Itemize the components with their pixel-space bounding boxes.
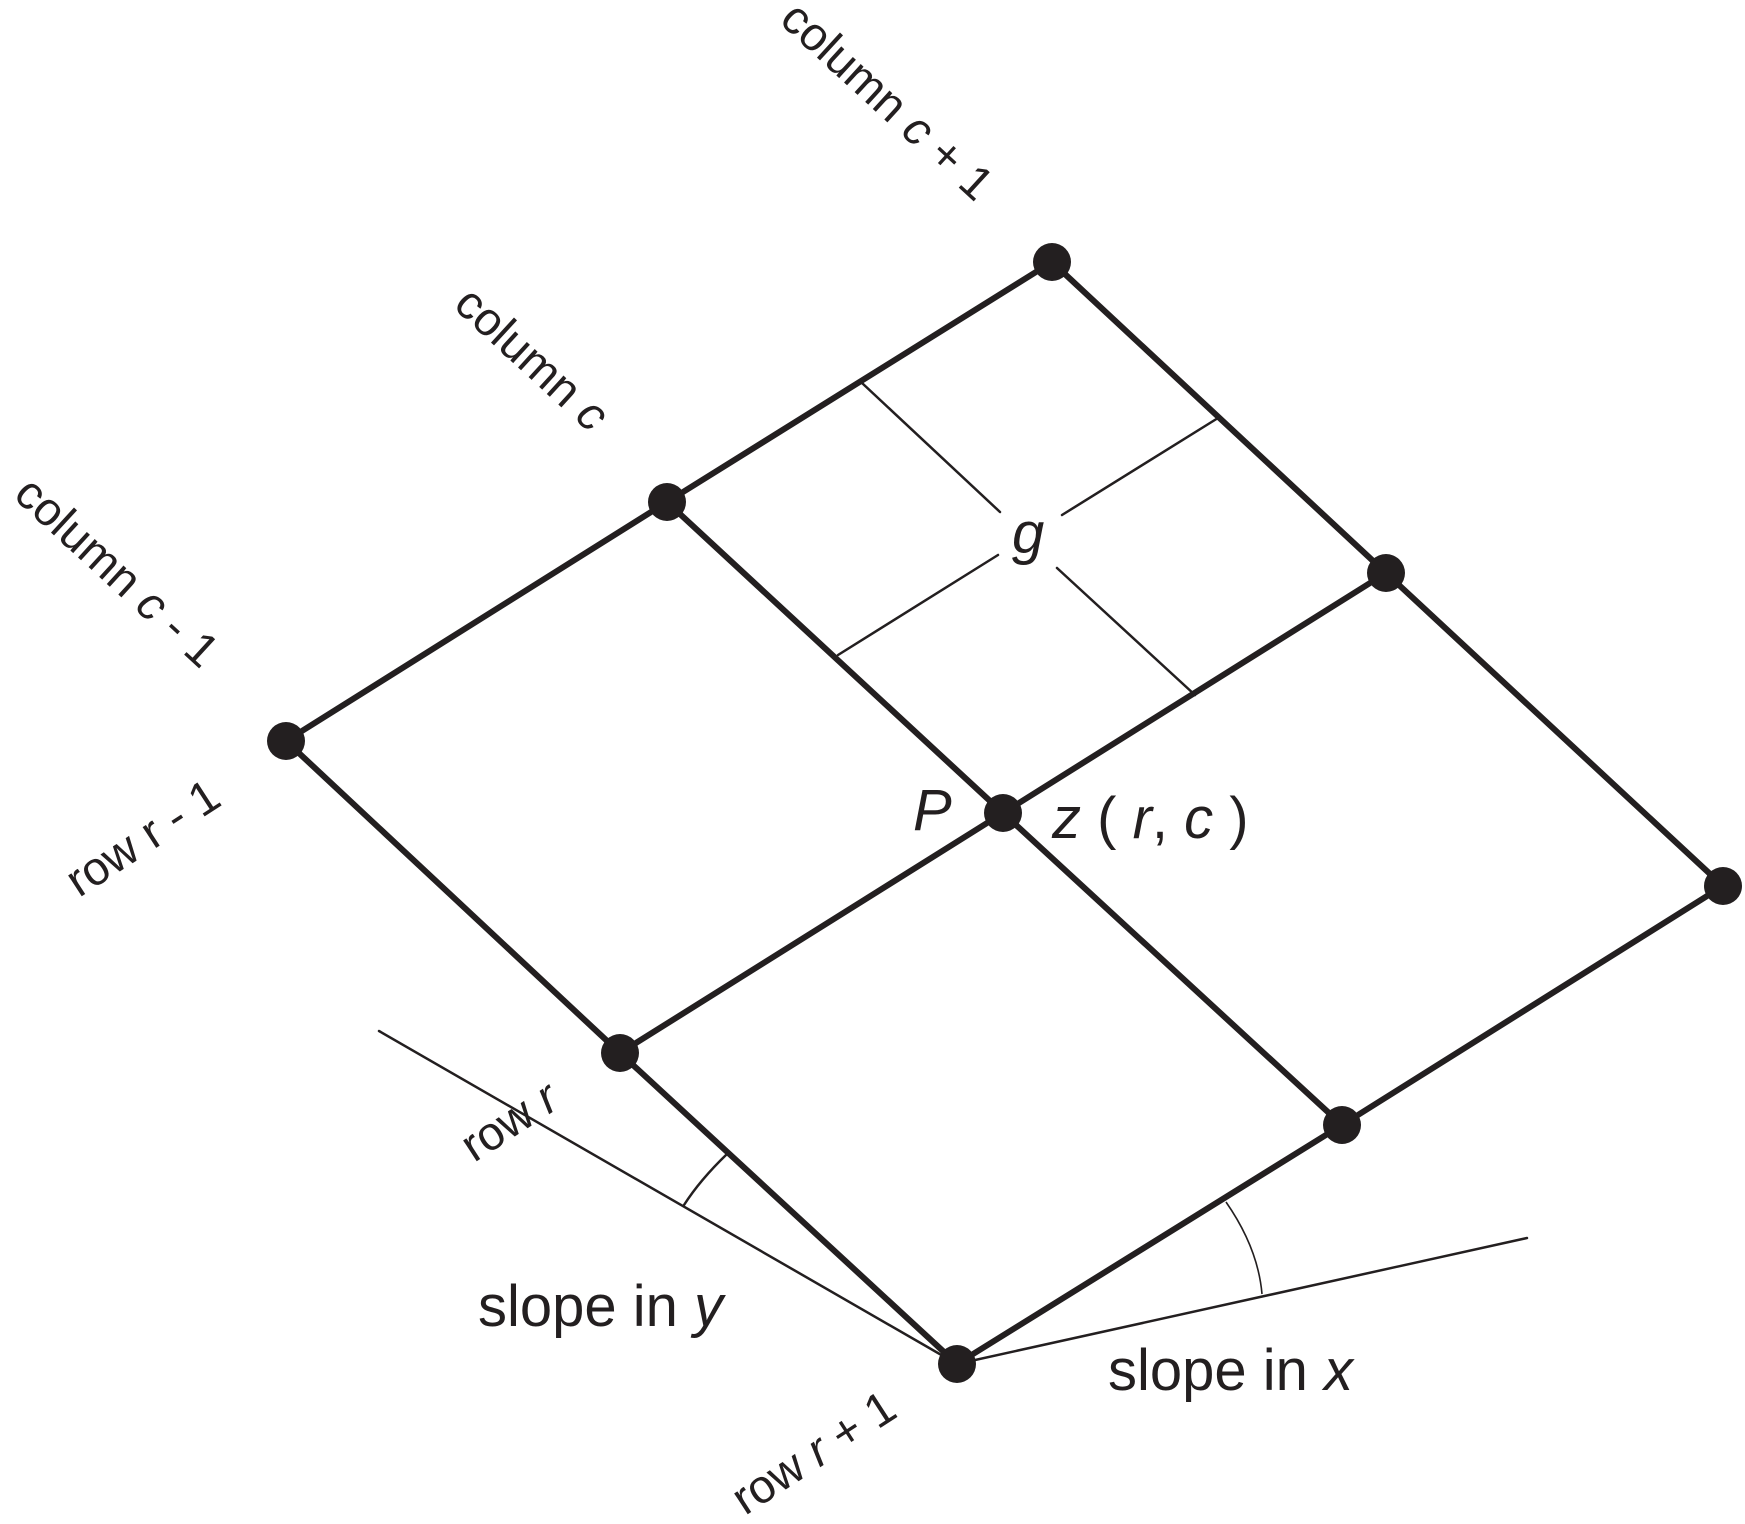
grid-edge — [1000, 810, 1345, 1128]
slope-lines — [377, 1029, 1529, 1366]
label-row-r: row r — [451, 1069, 569, 1172]
grid-lines — [283, 259, 1726, 1367]
label-column-c: column c — [445, 275, 619, 441]
grid-edge — [954, 1122, 1345, 1367]
grid-node — [938, 1345, 976, 1383]
grid-edge — [283, 499, 670, 744]
label-z-r-c: z ( r, c ) — [1051, 786, 1249, 851]
slope-y-arc — [682, 1152, 729, 1207]
cell-g-lines — [836, 381, 1220, 697]
grid-node — [1033, 243, 1071, 281]
cell-line — [860, 381, 1002, 514]
slope-y-line — [377, 1029, 959, 1366]
grid-edge — [1383, 570, 1726, 889]
slope-x-line — [955, 1236, 1529, 1366]
grid-edge — [664, 259, 1055, 505]
label-column-c-minus-1: column c - 1 — [5, 465, 230, 677]
grid-node — [267, 722, 305, 760]
slope-x-arc — [1225, 1201, 1263, 1295]
label-slope-in-x: slope in x — [1108, 1338, 1355, 1403]
grid-edge — [617, 810, 1006, 1056]
grid-edge — [283, 738, 623, 1056]
grid-nodes — [267, 243, 1742, 1383]
grid-node — [1704, 867, 1742, 905]
label-slope-in-y: slope in y — [478, 1274, 726, 1339]
grid-node — [648, 483, 686, 521]
grid-node — [1367, 554, 1405, 592]
grid-edge — [617, 1050, 960, 1367]
label-row-r-minus-1: row r - 1 — [56, 768, 229, 906]
grid-edge — [1339, 883, 1726, 1128]
cell-line — [1060, 416, 1220, 517]
grid-edge — [664, 499, 1006, 816]
label-p: P — [913, 778, 952, 843]
center-node-p — [984, 794, 1022, 832]
grid-node — [601, 1034, 639, 1072]
grid-node — [1323, 1106, 1361, 1144]
cell-line — [836, 553, 1000, 657]
label-row-r-plus-1: row r + 1 — [722, 1380, 905, 1524]
label-g: g — [1012, 501, 1044, 566]
cell-line — [1055, 566, 1197, 697]
label-column-c-plus-1: column c + 1 — [771, 0, 1004, 210]
